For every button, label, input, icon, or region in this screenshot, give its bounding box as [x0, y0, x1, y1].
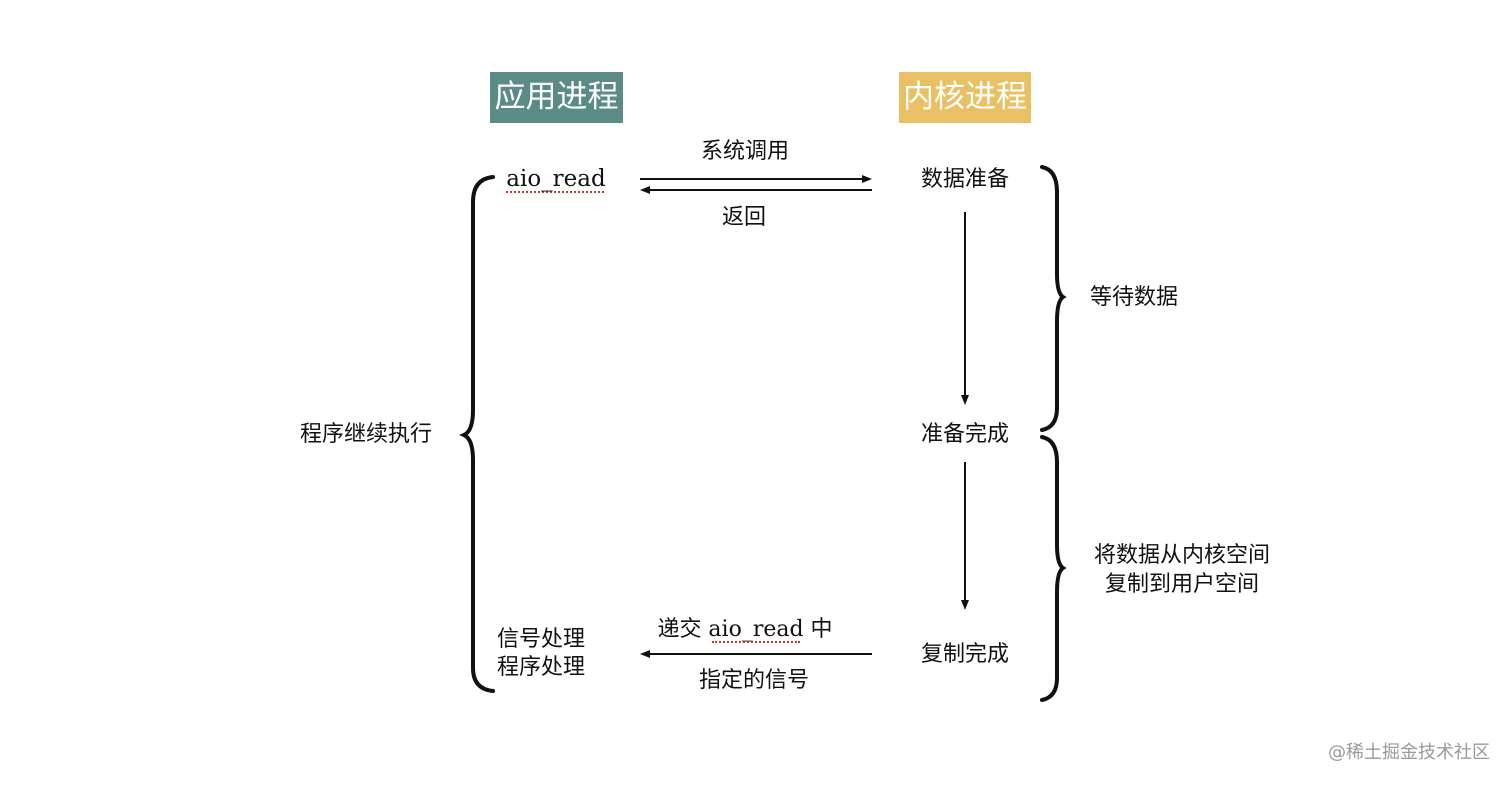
syscall-label: 系统调用: [700, 139, 789, 164]
return-arrow: [640, 186, 872, 194]
watermark: @稀土掘金技术社区: [1328, 742, 1490, 763]
wait-data-brace: [1040, 165, 1067, 432]
copy-done-label: 复制完成: [920, 642, 1009, 667]
signal-label-line1: 递交 aio_read 中: [657, 617, 833, 642]
wait-data-label: 等待数据: [1090, 285, 1179, 310]
copy-phase-line2: 复制到用户空间: [1104, 572, 1259, 597]
spellcheck-underline: [712, 641, 800, 643]
aio-read-call: aio_read: [506, 166, 606, 192]
return-label: 返回: [721, 205, 766, 230]
prepare-done-label: 准备完成: [920, 422, 1009, 447]
signal-handler-line1: 信号处理: [497, 627, 586, 652]
program-continues-label: 程序继续执行: [300, 422, 433, 447]
syscall-arrow: [640, 175, 872, 183]
data-prepare-label: 数据准备: [920, 167, 1009, 192]
signal-label-line2: 指定的信号: [698, 668, 809, 693]
copy-data-brace: [1040, 435, 1067, 702]
signal-arrow: [640, 650, 872, 658]
signal-handler-line2: 程序处理: [497, 655, 586, 680]
left-brace: [459, 175, 495, 693]
prepare-down-arrow: [961, 212, 969, 405]
app-process-header: 应用进程: [490, 72, 623, 123]
copy-phase-line1: 将数据从内核空间: [1093, 543, 1270, 568]
kernel-process-header: 内核进程: [899, 72, 1031, 123]
copy-down-arrow: [961, 462, 969, 610]
